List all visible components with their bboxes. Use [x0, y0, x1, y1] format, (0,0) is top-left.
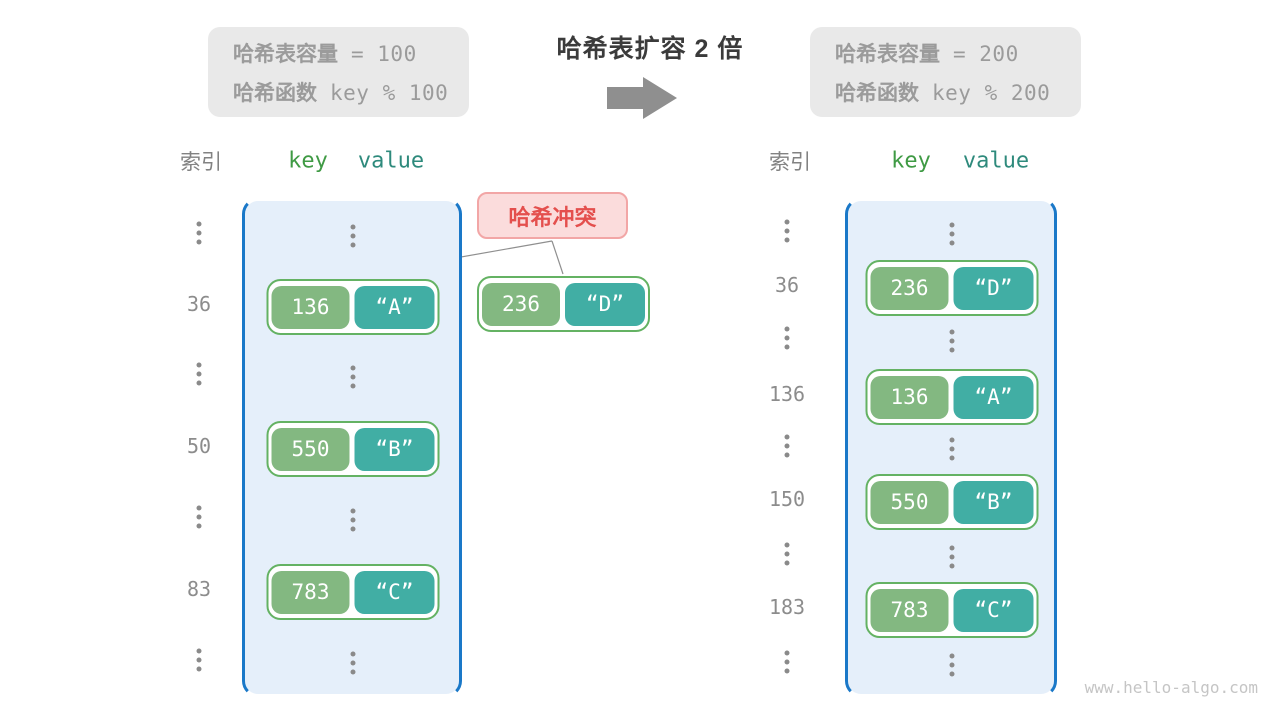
capacity-line: 哈希表容量 = 100 — [233, 38, 469, 68]
value-cell: “B” — [354, 427, 435, 471]
pair-783-C: 783 “C” — [865, 582, 1039, 638]
value-cell: “A” — [953, 375, 1034, 419]
value-cell: “D” — [565, 282, 645, 326]
ellipsis-icon — [350, 365, 356, 389]
index-label: 50 — [186, 434, 212, 458]
ellipsis-icon — [196, 648, 202, 672]
index-label: 183 — [768, 595, 806, 619]
hash-function-label: 哈希函数 — [233, 81, 317, 105]
ellipsis-icon — [350, 224, 356, 248]
ellipsis-icon — [350, 651, 356, 675]
value-cell: “C” — [953, 588, 1034, 632]
key-cell: 783 — [870, 588, 949, 632]
index-label: 136 — [768, 382, 806, 406]
index-label: 36 — [774, 273, 800, 297]
pair-236-D: 236 “D” — [865, 260, 1039, 316]
ellipsis-icon — [784, 434, 790, 458]
right-arrow-icon — [607, 77, 677, 119]
watermark: www.hello-algo.com — [1084, 678, 1258, 697]
index-label: 83 — [186, 577, 212, 601]
value-cell: “C” — [354, 570, 435, 614]
ellipsis-icon — [196, 362, 202, 386]
diagram-title: 哈希表扩容 2 倍 — [556, 35, 744, 63]
ellipsis-icon — [784, 326, 790, 350]
bucket-array-after: 236 “D” 136 “A” 550 “B” 783 “C” — [845, 198, 1057, 697]
hash-function-value: key % 100 — [330, 80, 449, 105]
ellipsis-icon — [949, 222, 955, 246]
collision-connector-line-right — [551, 240, 564, 275]
index-label: 150 — [768, 487, 806, 511]
ellipsis-icon — [196, 221, 202, 245]
hash-function-label: 哈希函数 — [835, 81, 919, 105]
right-value-header: value — [962, 148, 1030, 174]
ellipsis-icon — [949, 653, 955, 677]
ellipsis-icon — [784, 650, 790, 674]
pair-783-C: 783 “C” — [266, 564, 440, 620]
left-value-header: value — [357, 148, 425, 174]
capacity-value: = 200 — [953, 41, 1019, 66]
ellipsis-icon — [350, 508, 356, 532]
hash-collision-label: 哈希冲突 — [477, 192, 628, 239]
capacity-line: 哈希表容量 = 200 — [835, 38, 1081, 68]
ellipsis-icon — [784, 219, 790, 243]
capacity-before-box: 哈希表容量 = 100 哈希函数 key % 100 — [208, 27, 469, 117]
pair-136-A: 136 “A” — [865, 369, 1039, 425]
ellipsis-icon — [949, 437, 955, 461]
left-index-header: 索引 — [180, 151, 222, 174]
key-cell: 236 — [482, 282, 560, 326]
key-cell: 550 — [271, 427, 350, 471]
value-cell: “B” — [953, 480, 1034, 524]
right-index-header: 索引 — [769, 151, 811, 174]
left-key-header: key — [288, 148, 328, 174]
capacity-after-box: 哈希表容量 = 200 哈希函数 key % 200 — [810, 27, 1081, 117]
hash-function-line: 哈希函数 key % 100 — [233, 77, 469, 107]
pair-550-B: 550 “B” — [865, 474, 1039, 530]
key-cell: 236 — [870, 266, 949, 310]
value-cell: “A” — [354, 285, 435, 329]
capacity-label: 哈希表容量 — [233, 42, 338, 66]
hash-function-line: 哈希函数 key % 200 — [835, 77, 1081, 107]
ellipsis-icon — [784, 542, 790, 566]
ellipsis-icon — [949, 545, 955, 569]
ellipsis-icon — [196, 505, 202, 529]
key-cell: 136 — [271, 285, 350, 329]
capacity-value: = 100 — [351, 41, 417, 66]
ellipsis-icon — [949, 329, 955, 353]
index-label: 36 — [186, 292, 212, 316]
pair-236-D-colliding: 236 “D” — [477, 276, 650, 332]
value-cell: “D” — [953, 266, 1034, 310]
hash-function-value: key % 200 — [932, 80, 1051, 105]
key-cell: 550 — [870, 480, 949, 524]
key-cell: 783 — [271, 570, 350, 614]
bucket-array-before: 136 “A” 550 “B” 783 “C” — [242, 198, 462, 697]
capacity-label: 哈希表容量 — [835, 42, 940, 66]
key-cell: 136 — [870, 375, 949, 419]
right-key-header: key — [891, 148, 931, 174]
pair-550-B: 550 “B” — [266, 421, 440, 477]
pair-136-A: 136 “A” — [266, 279, 440, 335]
